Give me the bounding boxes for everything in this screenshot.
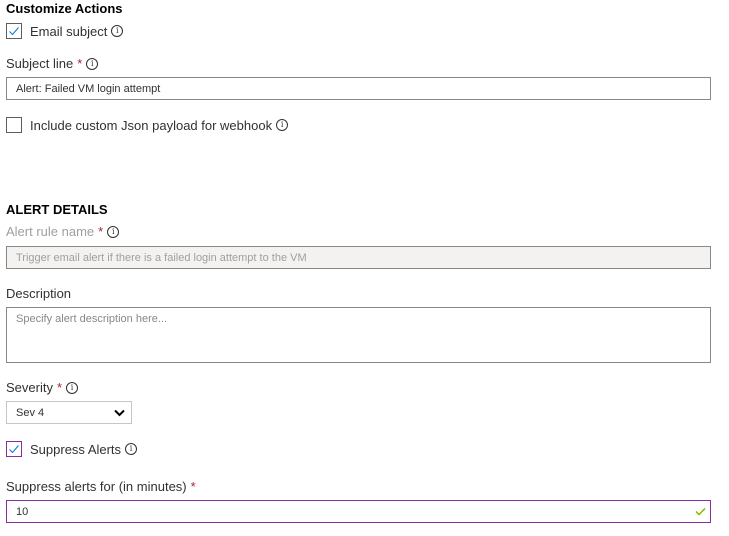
alert-rule-name-value: Trigger email alert if there is a failed… (16, 251, 307, 264)
severity-value: Sev 4 (16, 406, 45, 419)
customize-actions-title: Customize Actions (6, 1, 123, 16)
severity-label-text: Severity (6, 380, 53, 395)
alert-details-title: ALERT DETAILS (6, 202, 108, 217)
alert-rule-name-label: Alert rule name * i (6, 224, 120, 239)
checkmark-icon (9, 27, 19, 36)
suppress-alerts-label: Suppress Alerts (30, 441, 122, 457)
chevron-down-icon (114, 409, 125, 416)
checkmark-icon (9, 445, 19, 454)
json-payload-row[interactable]: Include custom Json payload for webhook … (6, 117, 289, 133)
description-label: Description (6, 286, 72, 301)
description-placeholder: Specify alert description here... (16, 313, 168, 325)
required-asterisk: * (98, 224, 104, 239)
info-icon[interactable]: i (125, 443, 138, 455)
info-icon[interactable]: i (66, 381, 79, 394)
required-asterisk: * (56, 380, 63, 395)
subject-line-label: Subject line * i (6, 56, 99, 71)
required-asterisk: * (77, 56, 83, 71)
info-icon[interactable]: i (86, 57, 99, 70)
suppress-minutes-input[interactable]: 10 (6, 500, 711, 523)
alert-rule-name-input: Trigger email alert if there is a failed… (6, 246, 711, 269)
email-subject-row[interactable]: Email subject i (6, 23, 124, 39)
suppress-alerts-checkbox[interactable] (6, 441, 22, 457)
info-icon[interactable]: i (276, 119, 289, 131)
suppress-minutes-label-text: Suppress alerts for (in minutes) (6, 479, 187, 494)
json-payload-checkbox[interactable] (6, 117, 22, 133)
suppress-alerts-row[interactable]: Suppress Alerts i (6, 441, 138, 457)
description-textarea[interactable]: Specify alert description here... (6, 307, 711, 363)
info-icon[interactable]: i (107, 225, 120, 238)
severity-select[interactable]: Sev 4 (6, 401, 132, 424)
subject-line-value: Alert: Failed VM login attempt (16, 82, 161, 95)
subject-line-input[interactable]: Alert: Failed VM login attempt (6, 77, 711, 100)
json-payload-label: Include custom Json payload for webhook (30, 117, 273, 133)
info-icon[interactable]: i (111, 25, 124, 37)
required-asterisk: * (190, 479, 196, 494)
email-subject-label: Email subject (30, 23, 108, 39)
suppress-minutes-value: 10 (16, 505, 29, 518)
alert-rule-name-label-text: Alert rule name (6, 224, 95, 239)
valid-checkmark-icon (695, 507, 706, 516)
severity-label: Severity * i (6, 380, 79, 395)
suppress-minutes-label: Suppress alerts for (in minutes) * (6, 479, 196, 494)
email-subject-checkbox[interactable] (6, 23, 22, 39)
subject-line-label-text: Subject line (6, 56, 74, 71)
